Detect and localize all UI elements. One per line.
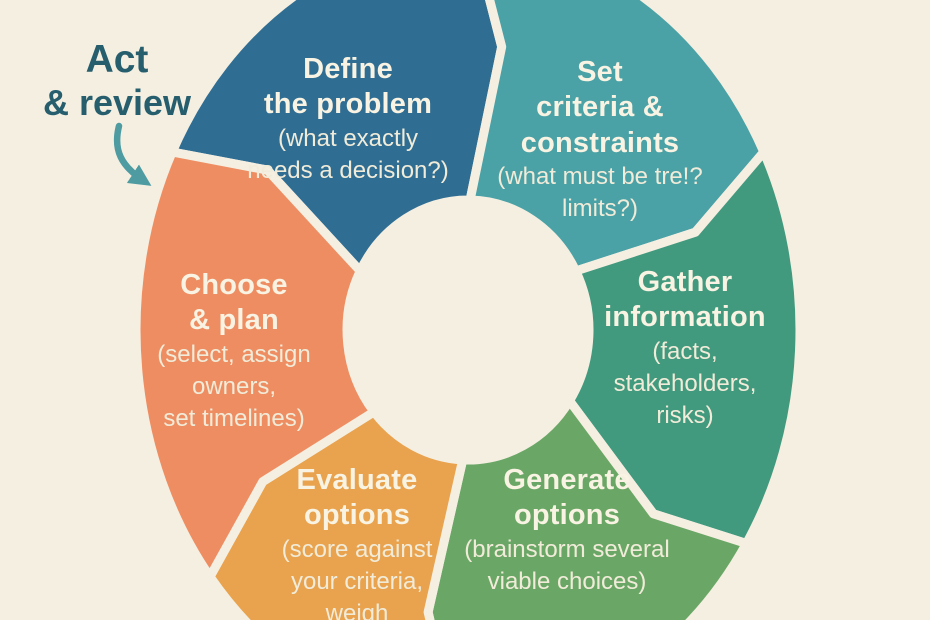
segment-subtitle-line: risks) bbox=[656, 401, 714, 429]
segment-subtitle-line: (what must be tre!? bbox=[497, 163, 703, 191]
wheel-segment-generate-options bbox=[423, 396, 751, 620]
segment-title-line: Choose bbox=[180, 269, 288, 301]
wheel-segment-define-the-problem bbox=[167, 0, 507, 276]
segment-subtitle-line: set timelines) bbox=[163, 404, 305, 432]
segment-subtitle-line: limits?) bbox=[562, 195, 638, 223]
segment-title-line: options bbox=[303, 499, 411, 532]
act-review-line1: Act bbox=[85, 38, 149, 81]
segment-subtitle-line: owners, bbox=[191, 372, 277, 400]
act-review-label: Act & review bbox=[42, 38, 192, 124]
wheel-segment-gather-information bbox=[565, 147, 805, 548]
segment-subtitle-line: weigh bbox=[325, 599, 389, 620]
segment-subtitle-line: (facts, bbox=[652, 337, 718, 365]
segment-title-line: constraints bbox=[520, 126, 680, 159]
segment-title-line: & plan bbox=[189, 304, 279, 337]
wheel-segment-choose-plan bbox=[131, 147, 379, 582]
segment-subtitle-line: (score against bbox=[281, 535, 433, 563]
segment-subtitle-line: viable choices) bbox=[487, 567, 647, 595]
segment-title-line: Generate bbox=[503, 464, 631, 496]
segment-title-line: information bbox=[604, 301, 766, 334]
segment-subtitle-line: (what exactly bbox=[277, 124, 419, 152]
wheel-segment-set-criteria-constraints bbox=[465, 0, 769, 276]
segment-title-line: Gather bbox=[637, 266, 733, 298]
segment-subtitle-line: needs a decision?) bbox=[247, 156, 449, 184]
segment-title-line: the problem bbox=[263, 88, 433, 121]
act-review-line2: & review bbox=[42, 81, 192, 123]
segment-title-line: criteria & bbox=[536, 91, 664, 124]
segment-subtitle-line: your criteria, bbox=[290, 567, 424, 595]
wheel-segment-evaluate-options bbox=[205, 407, 468, 620]
segment-title-line: options bbox=[513, 499, 621, 532]
segment-title-line: Evaluate bbox=[296, 464, 418, 496]
segment-label-choose-plan: Choose& plan (select, assign owners, set ti… bbox=[124, 268, 344, 434]
segment-subtitle-line: (select, assign bbox=[157, 340, 311, 368]
segment-subtitle-line: stakeholders, bbox=[613, 369, 757, 397]
segment-title-line: Set bbox=[577, 56, 623, 88]
segment-subtitle-line: (brainstorm several bbox=[464, 535, 670, 563]
segment-title-line: Define bbox=[303, 53, 393, 85]
